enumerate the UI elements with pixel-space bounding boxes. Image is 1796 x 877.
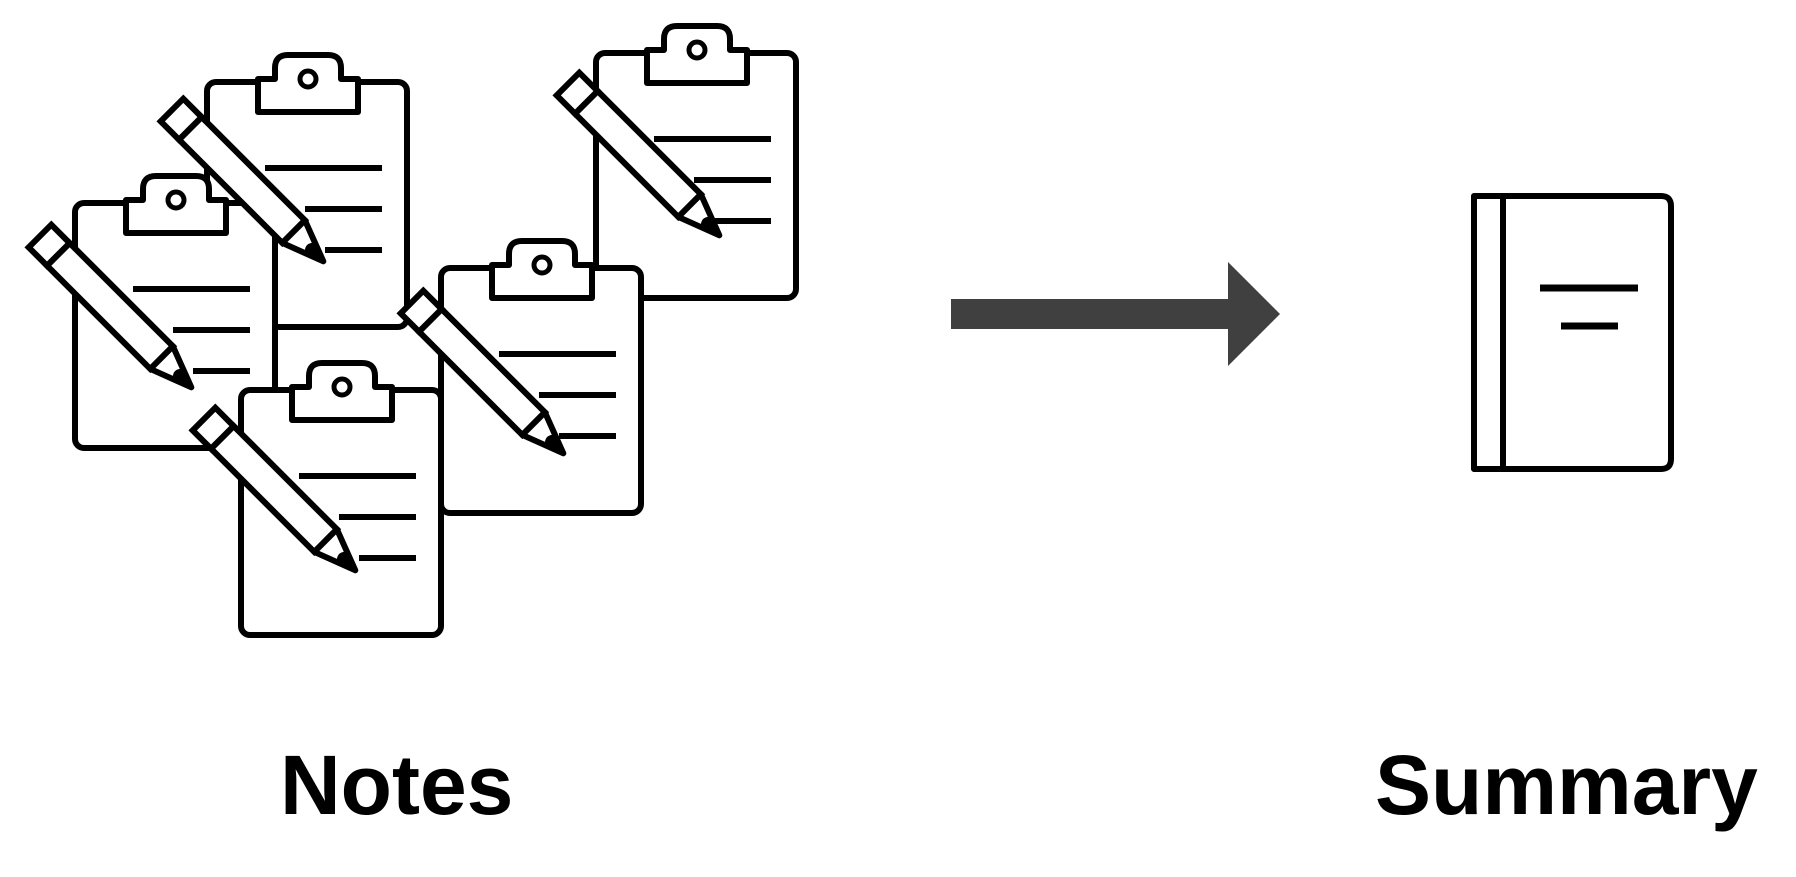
book-icon — [1471, 193, 1674, 472]
notes-label: Notes — [280, 738, 514, 832]
summary-label: Summary — [1375, 738, 1758, 832]
arrow-right-icon — [951, 262, 1280, 366]
